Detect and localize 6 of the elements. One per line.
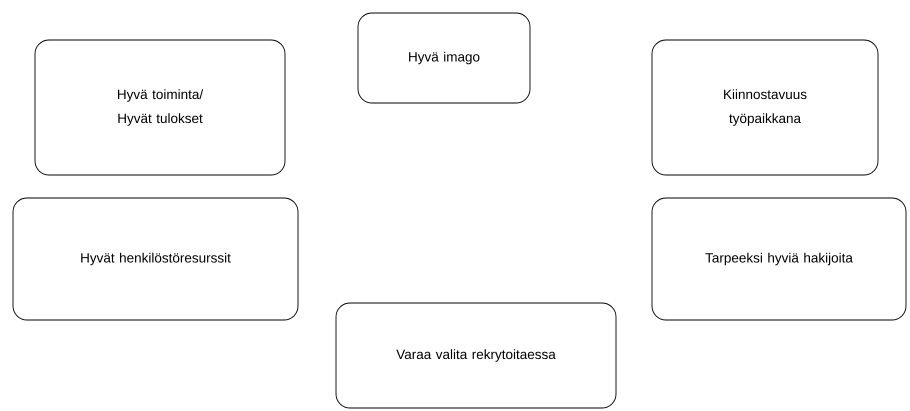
- rounded-box: Varaa valita rekrytoitaessa: [336, 302, 616, 408]
- rounded-box: Hyvä toiminta/ Hyvät tulokset: [34, 40, 286, 176]
- rounded-box: Tarpeeksi hyviä hakijoita: [652, 198, 906, 320]
- rounded-box: Hyvä imago: [358, 12, 530, 104]
- rounded-box: Kiinnostavuus työpaikkana: [652, 40, 878, 176]
- rounded-box: Hyvät henkilöstöresurssit: [12, 198, 298, 320]
